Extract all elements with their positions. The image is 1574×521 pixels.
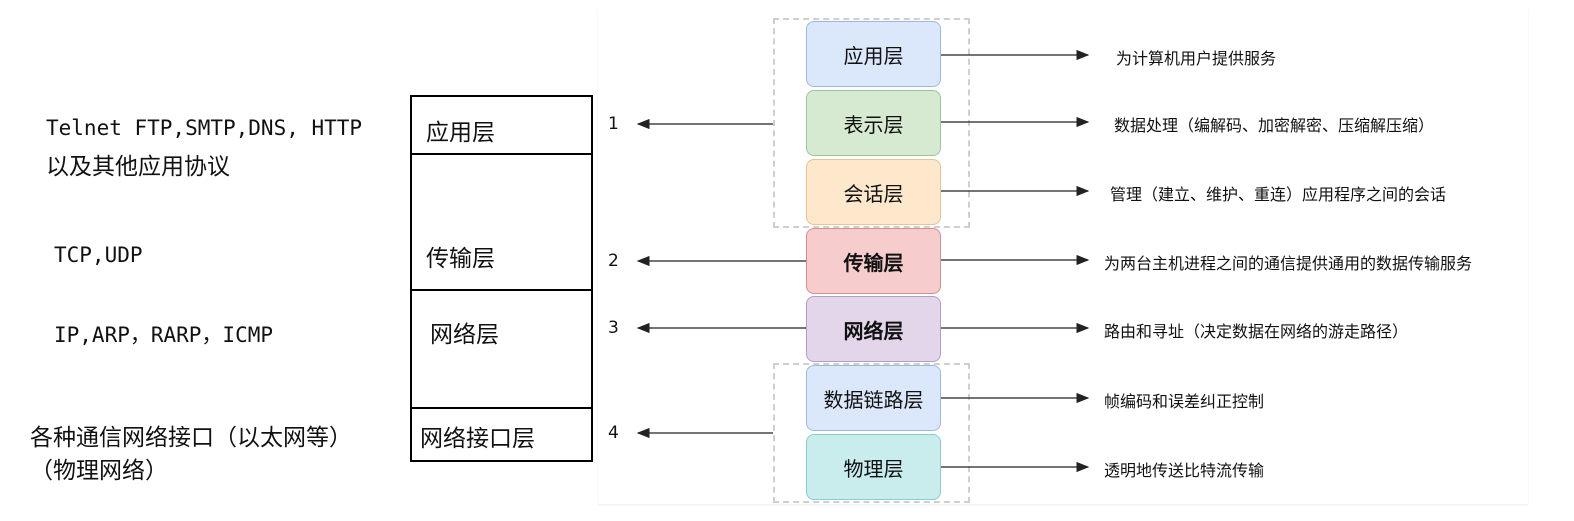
osi-layer-data-link: 数据链路层 [806,365,941,431]
tcpip-row-network: 网络层 [412,291,591,409]
upper-layers-dashed-group [773,18,970,228]
tcpip-layer-label: 应用层 [426,120,495,146]
osi-desc-session: 管理（建立、维护、重连）应用程序之间的会话 [1110,185,1447,204]
app-protocols-line1: Telnet FTP,SMTP,DNS, HTTP [46,116,363,140]
osi-layer-network: 网络层 [806,296,941,362]
osi-desc-network: 路由和寻址（决定数据在网络的游走路径） [1104,322,1409,341]
osi-layer-transport: 传输层 [806,228,941,294]
osi-desc-transport: 为两台主机进程之间的通信提供通用的数据传输服务 [1104,254,1473,273]
osi-layer-physical: 物理层 [806,434,941,500]
lower-layers-dashed-group [773,363,970,503]
tcpip-layer-label: 网络接口层 [420,426,535,452]
app-protocols-line2: 以及其他应用协议 [46,154,230,180]
osi-layer-application: 应用层 [806,21,941,87]
link-protocols-line1: 各种通信网络接口（以太网等） [30,425,352,451]
tcpip-row-network-interface: 网络接口层 [412,409,591,462]
osi-desc-application: 为计算机用户提供服务 [1116,49,1277,68]
link-protocols-line2: （物理网络） [30,458,168,484]
osi-layer-presentation: 表示层 [806,90,941,156]
osi-desc-presentation: 数据处理（编解码、加密解密、压缩解压缩） [1114,116,1435,135]
mapping-number-3: 3 [608,318,619,338]
osi-desc-data-link: 帧编码和误差纠正控制 [1104,392,1265,411]
mapping-number-1: 1 [608,114,619,134]
tcpip-layer-label: 网络层 [430,322,499,348]
osi-diagram-panel [598,8,1528,504]
tcpip-row-application: 应用层 [412,97,591,155]
tcpip-layer-table: 应用层 传输层 网络层 网络接口层 [410,95,593,462]
tcpip-row-transport: 传输层 [412,155,591,291]
tcpip-layer-label: 传输层 [426,246,495,272]
network-protocols: IP,ARP，RARP，ICMP [54,323,274,347]
transport-protocols: TCP,UDP [54,243,143,267]
osi-layer-session: 会话层 [806,159,941,225]
osi-desc-physical: 透明地传送比特流传输 [1104,461,1265,480]
mapping-number-2: 2 [608,251,619,271]
mapping-number-4: 4 [608,423,619,443]
